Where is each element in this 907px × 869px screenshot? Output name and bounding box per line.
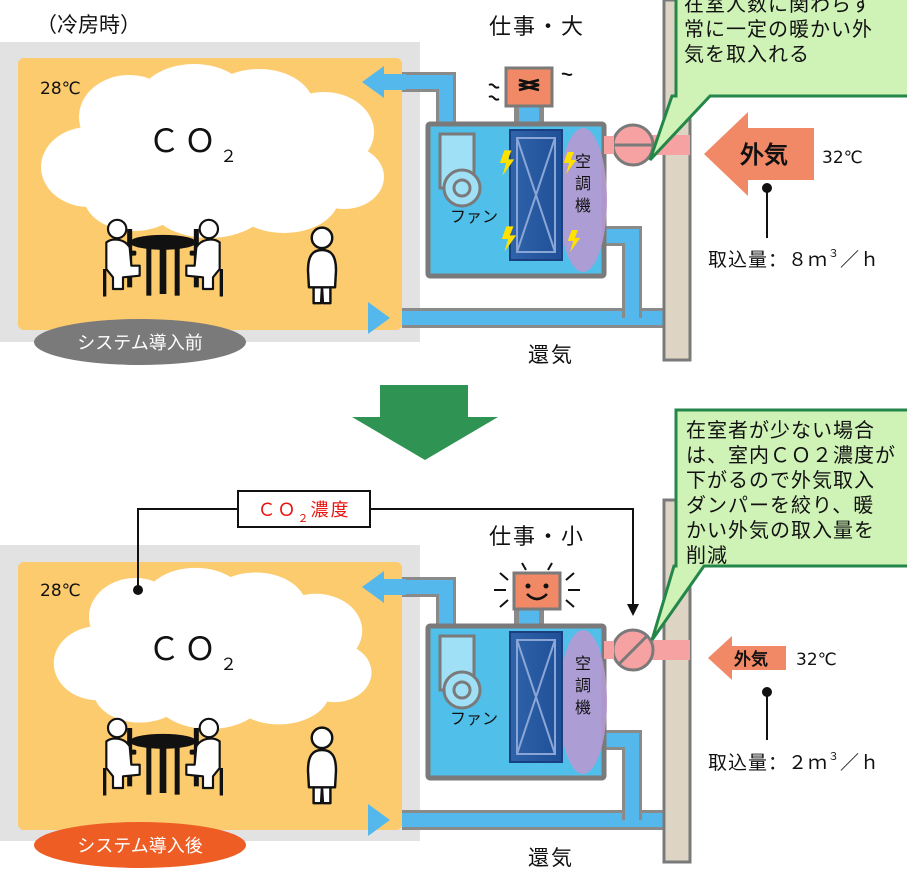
badge-before-label: システム導入前 <box>77 333 202 354</box>
ac-label-2: 調 <box>575 676 591 695</box>
outside-temp: 32℃ <box>822 148 863 168</box>
ac-unit: ファン 空 調 機 <box>425 623 607 781</box>
callout-before <box>648 0 907 162</box>
return-arrow <box>368 302 390 334</box>
callout-line: ダンパーを絞り、暖 <box>686 493 875 517</box>
badge-before <box>34 319 246 365</box>
ac-label-2: 調 <box>575 174 591 193</box>
badge-after <box>34 822 246 868</box>
fan-label: ファン <box>450 709 498 728</box>
intake-pipe <box>650 640 690 660</box>
callout-before-text: 在室人数に関わらず 常に一定の暖かい外 気を取入れる <box>684 0 907 67</box>
ac-label-1: 空 <box>575 654 591 673</box>
supply-arrow <box>362 571 384 603</box>
return-air-label: 還気 <box>528 343 574 367</box>
outside-temp: 32℃ <box>796 650 837 670</box>
panel-after: 28℃ ＣＯ２ システム導入後 ＣＯ２濃度 <box>0 408 907 869</box>
happy-face-icon <box>494 562 580 611</box>
sensor-line <box>137 508 240 590</box>
stressed-face-icon <box>488 66 573 108</box>
callout-line: 在室者が少ない場合 <box>686 418 875 442</box>
callout-after <box>650 408 907 641</box>
room-temp: 28℃ <box>40 581 81 601</box>
ac-label-3: 機 <box>575 698 591 717</box>
badge-after-label: システム導入後 <box>77 836 202 857</box>
outside-air-arrow <box>704 112 814 196</box>
callout-line: は、室内ＣＯ２濃度が <box>686 443 896 467</box>
thought-bubbles <box>204 678 334 729</box>
callout-line: 気を取入れる <box>684 42 810 66</box>
ac-unit: ファン 空 調 機 <box>425 121 607 279</box>
callout-line: かい外気の取入量を <box>686 518 875 542</box>
return-air-label: 還気 <box>528 846 574 869</box>
co2-text: ＣＯ２ <box>148 630 241 675</box>
mode-label: （冷房時） <box>36 13 141 37</box>
outside-air-arrow <box>708 636 786 680</box>
down-arrow <box>352 385 498 460</box>
co2-sensor-box <box>237 490 371 528</box>
callout-line: 常に一定の暖かい外 <box>684 17 873 41</box>
outside-air-label: 外気 <box>734 649 768 670</box>
control-line <box>370 508 634 608</box>
callout-line: 在室人数に関わらず <box>684 0 873 16</box>
ac-label-3: 機 <box>575 196 591 215</box>
workload-label: 仕事・小 <box>489 525 585 550</box>
co2-sensor-label: ＣＯ２濃度 <box>258 500 351 525</box>
callout-line: 削減 <box>686 543 728 567</box>
co2-text: ＣＯ２ <box>148 122 241 167</box>
panel-before: 28℃ ＣＯ２ システム導入前 <box>0 0 907 367</box>
outside-air-label: 外気 <box>740 141 788 169</box>
supply-arrow <box>362 66 384 98</box>
intake-amount: 取込量：８ｍ３／ｈ <box>708 247 880 271</box>
duct-system <box>362 571 690 836</box>
workload-label: 仕事・大 <box>489 15 585 40</box>
intake-amount: 取込量：２ｍ３／ｈ <box>708 750 880 774</box>
room-temp: 28℃ <box>40 79 81 99</box>
fan-label: ファン <box>450 207 498 226</box>
duct-system <box>362 66 690 334</box>
callout-after-text: 在室者が少ない場合 は、室内ＣＯ２濃度が 下がるので外気取入 ダンパーを絞り、暖… <box>686 418 907 568</box>
return-arrow <box>368 804 390 836</box>
callout-line: 下がるので外気取入 <box>686 468 875 492</box>
ac-label-1: 空 <box>575 152 591 171</box>
